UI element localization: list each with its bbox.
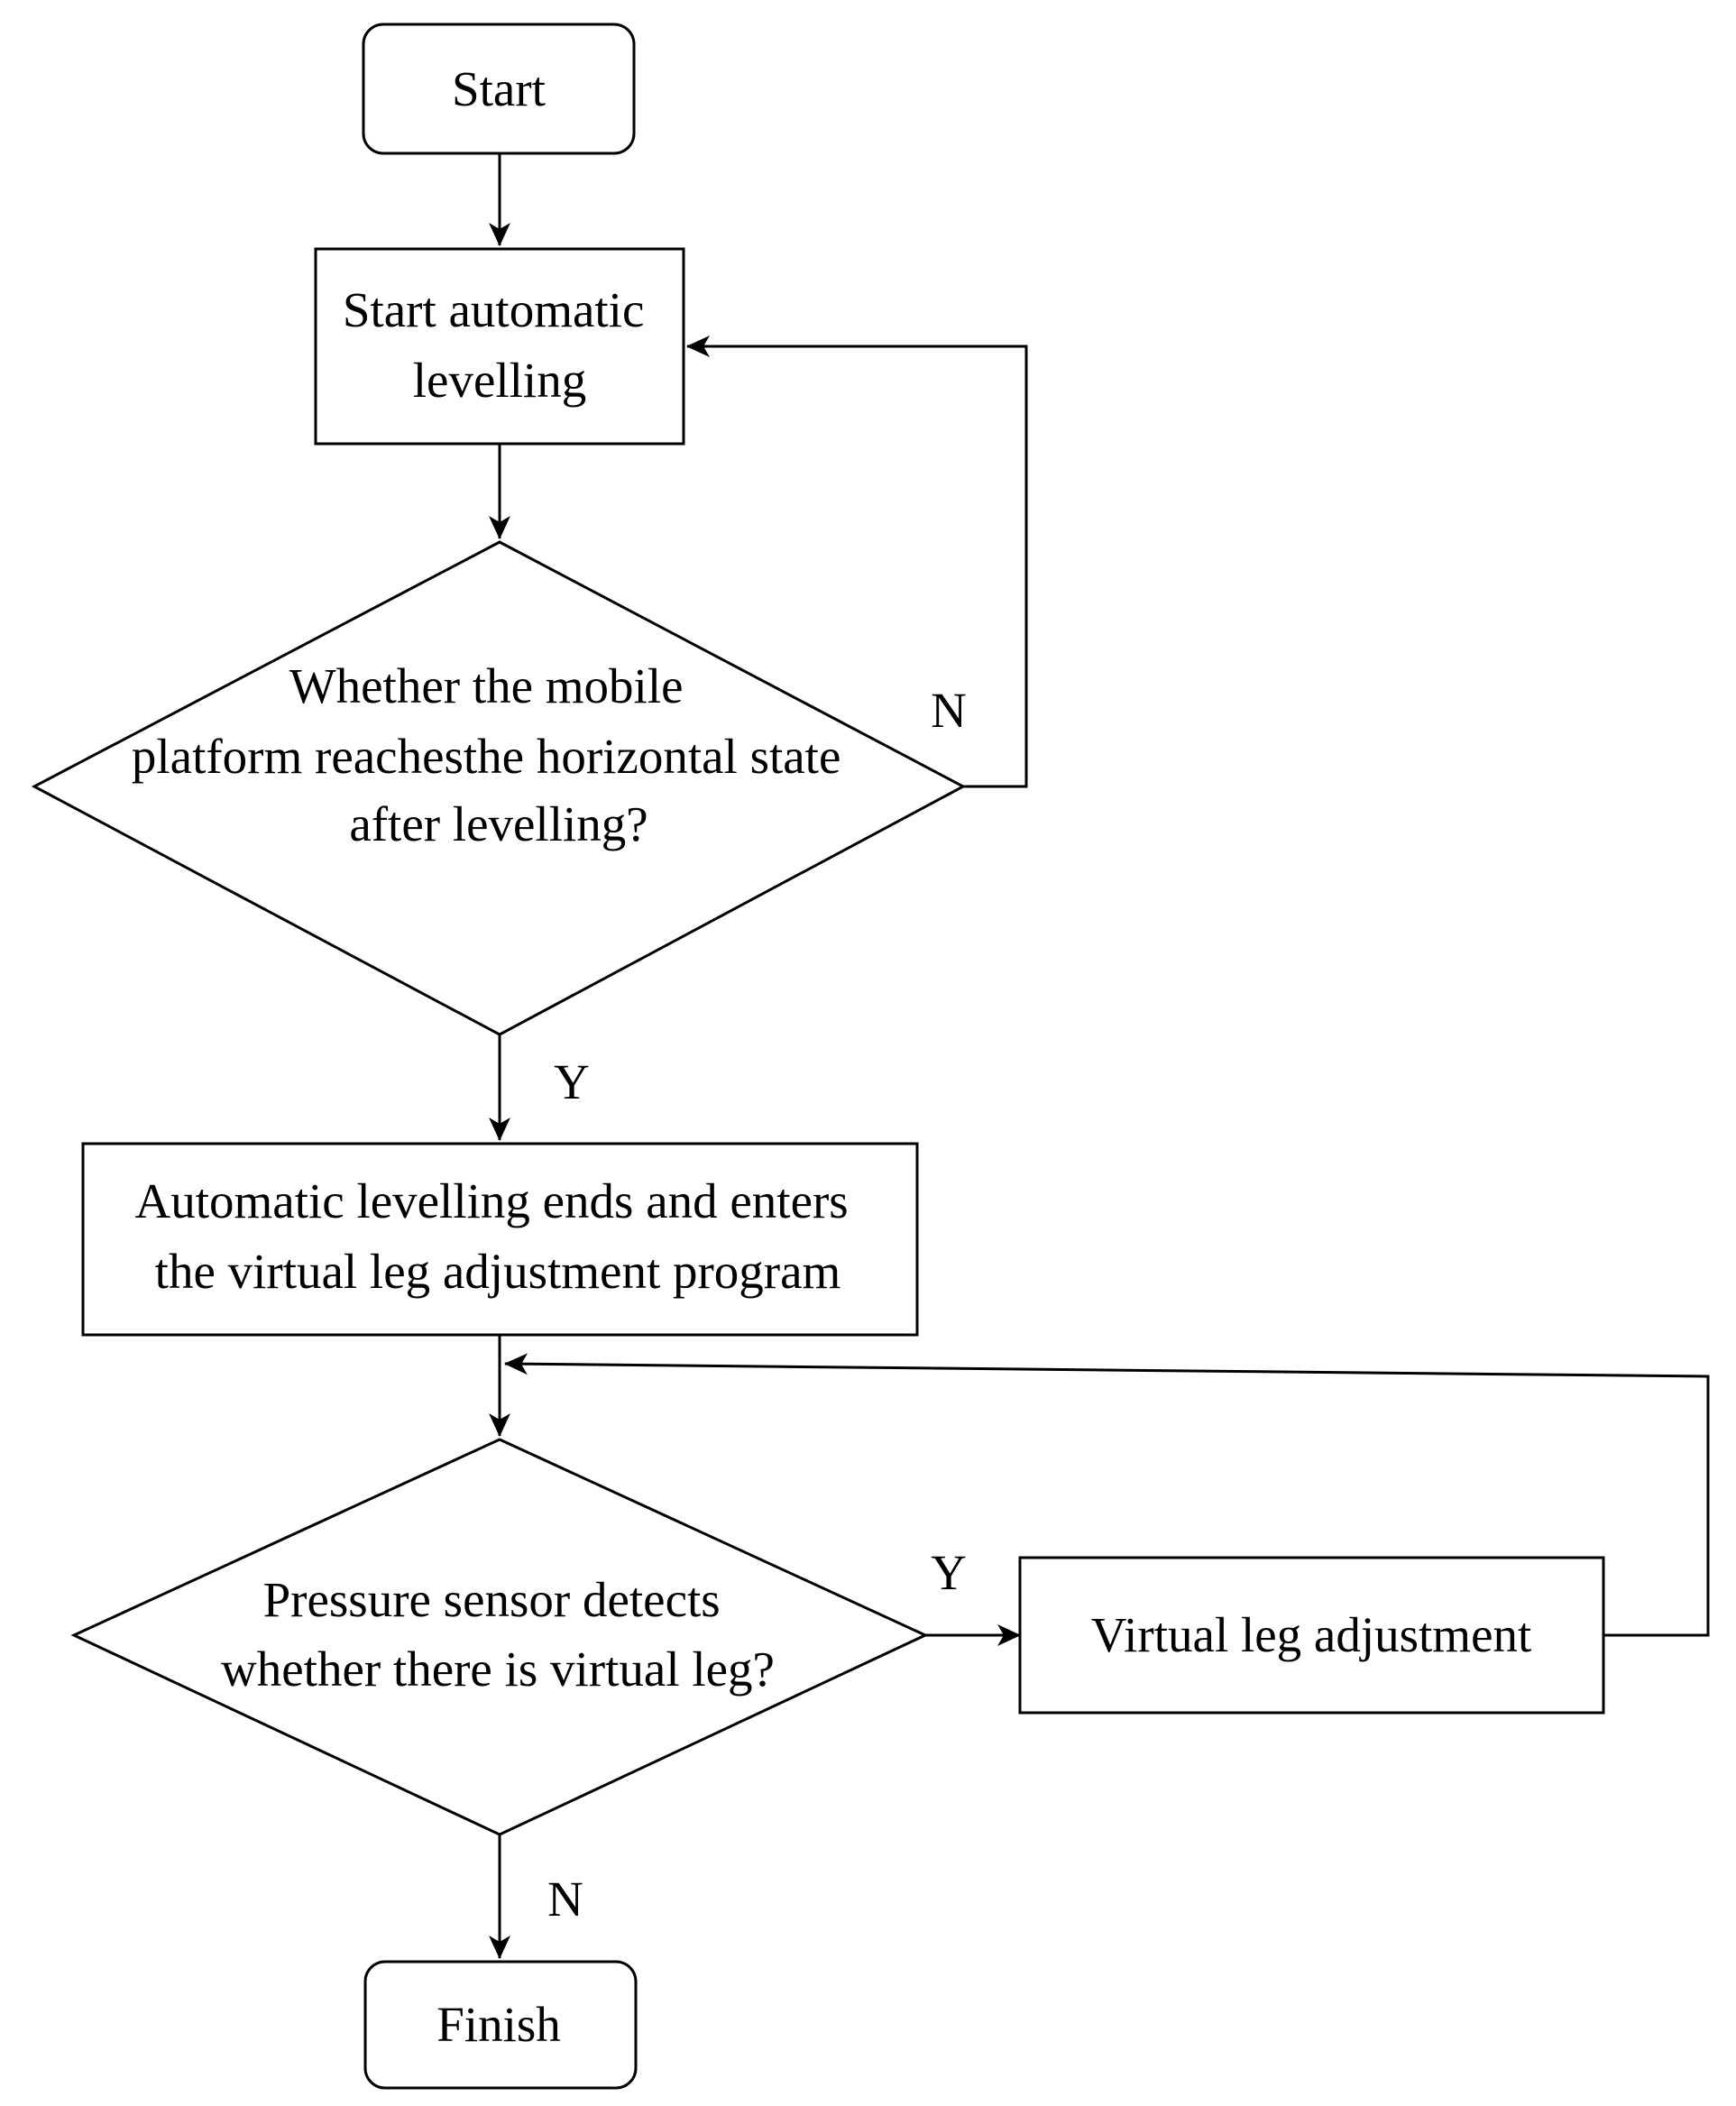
- svg-text:Pressure sensor detects: Pressure sensor detects whether there is…: [221, 1572, 775, 1697]
- auto-level-label-line-1: Start automatic: [343, 282, 645, 337]
- edge-label-horizontal-no: N: [931, 683, 967, 738]
- node-start: Start: [362, 23, 636, 155]
- svg-text:Automatic levelling ends and e: Automatic levelling ends and enters the …: [135, 1173, 861, 1299]
- node-virtual-leg-adjust: Virtual leg adjustment: [1018, 1556, 1605, 1715]
- virtual-leg-adjust-label: Virtual leg adjustment: [1091, 1607, 1532, 1662]
- arrow-loop-no-horizontal: [686, 336, 1028, 788]
- decision-sensor-diamond: [70, 1438, 929, 1836]
- finish-label: Finish: [436, 1997, 561, 2052]
- auto-level-label-line-2: levelling: [413, 353, 586, 408]
- node-decision-horizontal: Whether the mobile platform reachesthe h…: [31, 540, 967, 1036]
- decision-horizontal-line-3: after levelling?: [349, 796, 648, 851]
- node-finish: Finish: [363, 1960, 638, 2090]
- edge-label-sensor-no: N: [547, 1871, 583, 1927]
- svg-text:Whether the mobile platf: Whether the mobile platform reachesthe h…: [132, 658, 853, 851]
- decision-sensor-line-2: whether there is virtual leg?: [221, 1642, 775, 1697]
- arrow-loop-adjust-back: [504, 1353, 1710, 1637]
- virtual-leg-program-box: [81, 1142, 919, 1337]
- node-virtual-leg-program: Automatic levelling ends and enters the …: [81, 1142, 919, 1337]
- virtual-leg-program-line-2: the virtual leg adjustment program: [155, 1244, 841, 1299]
- decision-horizontal-line-2: platform reachesthe horizontal state: [132, 729, 840, 784]
- svg-text:Finish: Finish: [436, 1997, 561, 2052]
- svg-text:Start automatic levellin: Start automatic levelling: [343, 282, 657, 408]
- svg-text:Virtual leg adjustment: Virtual leg adjustment: [1091, 1607, 1532, 1662]
- svg-text:Start: Start: [452, 61, 546, 116]
- edge-labels: N Y Y N: [547, 683, 967, 1927]
- virtual-leg-program-line-1: Automatic levelling ends and enters: [135, 1173, 849, 1228]
- decision-sensor-line-1: Pressure sensor detects: [263, 1572, 721, 1627]
- start-terminal: [362, 23, 636, 155]
- finish-terminal: [363, 1960, 638, 2090]
- start-label: Start: [452, 61, 546, 116]
- connectors: [489, 153, 1710, 1959]
- decision-horizontal-line-1: Whether the mobile: [289, 658, 684, 713]
- auto-level-box: [314, 247, 685, 446]
- edge-label-horizontal-yes: Y: [554, 1054, 590, 1109]
- edge-label-sensor-yes: Y: [931, 1545, 967, 1600]
- node-decision-sensor: Pressure sensor detects whether there is…: [70, 1438, 929, 1836]
- virtual-leg-adjust-box: [1018, 1556, 1605, 1715]
- node-auto-level: Start automatic levelling: [314, 247, 685, 446]
- decision-horizontal-diamond: [31, 540, 967, 1036]
